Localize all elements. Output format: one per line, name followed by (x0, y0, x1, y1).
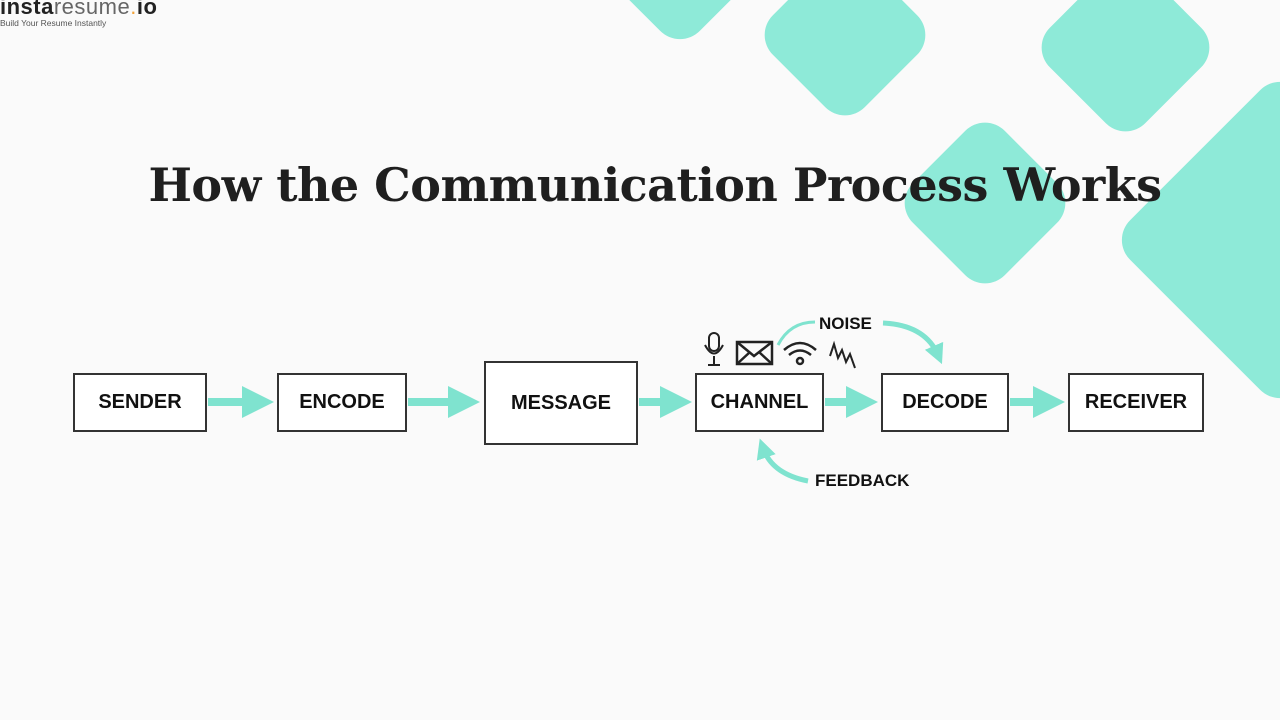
step-sender: SENDER (73, 373, 207, 432)
noise-arc (776, 320, 816, 346)
page-title: How the Communication Process Works (148, 158, 1162, 212)
noise-arrow (882, 320, 944, 365)
microphone-icon (704, 332, 724, 366)
logo-tagline: Build Your Resume Instantly (0, 18, 107, 28)
noise-zigzag-icon (829, 340, 856, 369)
step-channel: CHANNEL (695, 373, 824, 432)
step-message: MESSAGE (484, 361, 638, 445)
logo-tld: io (136, 0, 158, 19)
step-decode: DECODE (881, 373, 1009, 432)
step-receiver: RECEIVER (1068, 373, 1204, 432)
feedback-arrow (756, 438, 809, 484)
feedback-label: FEEDBACK (815, 471, 910, 490)
wifi-icon (783, 341, 817, 366)
step-encode: ENCODE (277, 373, 407, 432)
logo-dot: . (130, 0, 137, 19)
logo-light: resume (53, 0, 131, 19)
envelope-icon (735, 340, 774, 366)
noise-label: NOISE (819, 314, 872, 333)
logo: instaresume.io Build Your Resume Instant… (0, 0, 157, 28)
logo-bold: insta (0, 0, 54, 19)
